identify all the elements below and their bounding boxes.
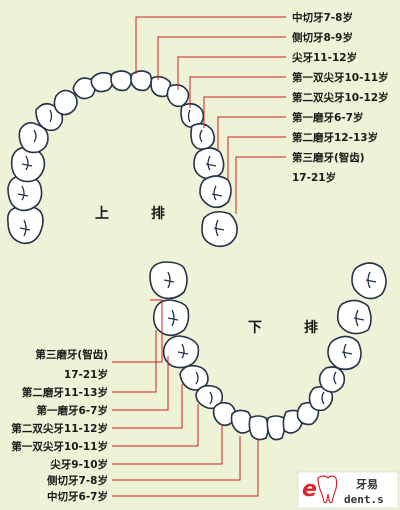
upper-label-central-incisor: 中切牙7-8岁	[292, 11, 353, 24]
upper-leader-lines	[135, 16, 286, 214]
lower-label-second-molar: 第二磨牙11-13岁	[22, 386, 108, 399]
site-logo: e 牙易 dent.s	[297, 471, 399, 509]
lower-right-second-premolar	[318, 366, 346, 393]
upper-left-canine	[53, 89, 78, 116]
lower-label-third-molar-age: 17-21岁	[64, 368, 108, 381]
lower-left-first-premolar	[195, 384, 224, 410]
upper-right-first-molar	[193, 147, 225, 180]
upper-label-first-premolar: 第一双尖牙10-11岁	[292, 71, 389, 84]
upper-labels: 中切牙7-8岁 侧切牙8-9岁 尖牙11-12岁 第一双尖牙10-11岁 第二双…	[292, 11, 389, 184]
lower-arch-title: 下 排	[248, 319, 332, 336]
upper-left-lateral-incisor	[72, 77, 96, 100]
upper-arch-title: 上 排	[95, 205, 179, 222]
lower-label-canine: 尖牙9-10岁	[50, 458, 108, 471]
upper-label-canine: 尖牙11-12岁	[292, 51, 357, 64]
lower-label-first-premolar: 第一双尖牙10-11岁	[11, 440, 108, 453]
lower-left-first-molar	[162, 335, 200, 369]
lower-label-lateral-incisor: 侧切牙7-8岁	[47, 474, 108, 487]
upper-label-second-molar: 第二磨牙12-13岁	[292, 131, 378, 144]
lower-label-central-incisor: 中切牙6-7岁	[47, 490, 108, 503]
lower-label-third-molar: 第三磨牙(智齿)	[35, 348, 108, 361]
upper-root-marks	[17, 109, 225, 237]
logo-url: dent.s	[344, 493, 384, 506]
upper-label-lateral-incisor: 侧切牙8-9岁	[292, 31, 353, 44]
upper-right-lateral-incisor	[150, 75, 172, 98]
lower-left-second-molar	[152, 299, 190, 337]
upper-label-third-molar-age: 17-21岁	[292, 171, 336, 184]
lower-labels: 第三磨牙(智齿) 17-21岁 第二磨牙11-13岁 第一磨牙6-7岁 第二双尖…	[11, 348, 108, 503]
lower-left-lateral-incisor	[230, 409, 253, 434]
lower-label-second-premolar: 第二双尖牙11-12岁	[11, 422, 108, 435]
upper-right-second-premolar	[190, 122, 216, 150]
lower-right-central-incisor	[266, 415, 286, 441]
upper-label-second-premolar: 第二双尖牙10-12岁	[292, 91, 389, 104]
upper-right-central-incisor	[130, 70, 153, 92]
upper-arch	[6, 70, 238, 248]
lower-root-marks	[163, 271, 377, 405]
lower-label-first-molar: 第一磨牙6-7岁	[37, 404, 108, 417]
logo-name: 牙易	[356, 478, 378, 491]
lower-arch	[149, 261, 387, 441]
upper-right-second-molar	[199, 175, 232, 209]
lower-right-second-molar	[336, 299, 372, 335]
upper-left-central-incisor	[110, 70, 133, 92]
upper-left-lateral-incisor-2	[90, 71, 114, 93]
lower-left-third-molar	[149, 261, 188, 300]
lower-left-central-incisor	[248, 415, 269, 441]
upper-left-second-premolar	[18, 122, 49, 154]
tooth-icon	[317, 475, 338, 504]
upper-label-first-molar: 第一磨牙6-7岁	[292, 111, 363, 124]
upper-label-third-molar: 第三磨牙(智齿)	[292, 151, 365, 164]
lower-left-second-premolar	[179, 364, 209, 391]
logo-e-glyph: e	[302, 477, 317, 502]
lower-leader-lines	[112, 299, 259, 497]
